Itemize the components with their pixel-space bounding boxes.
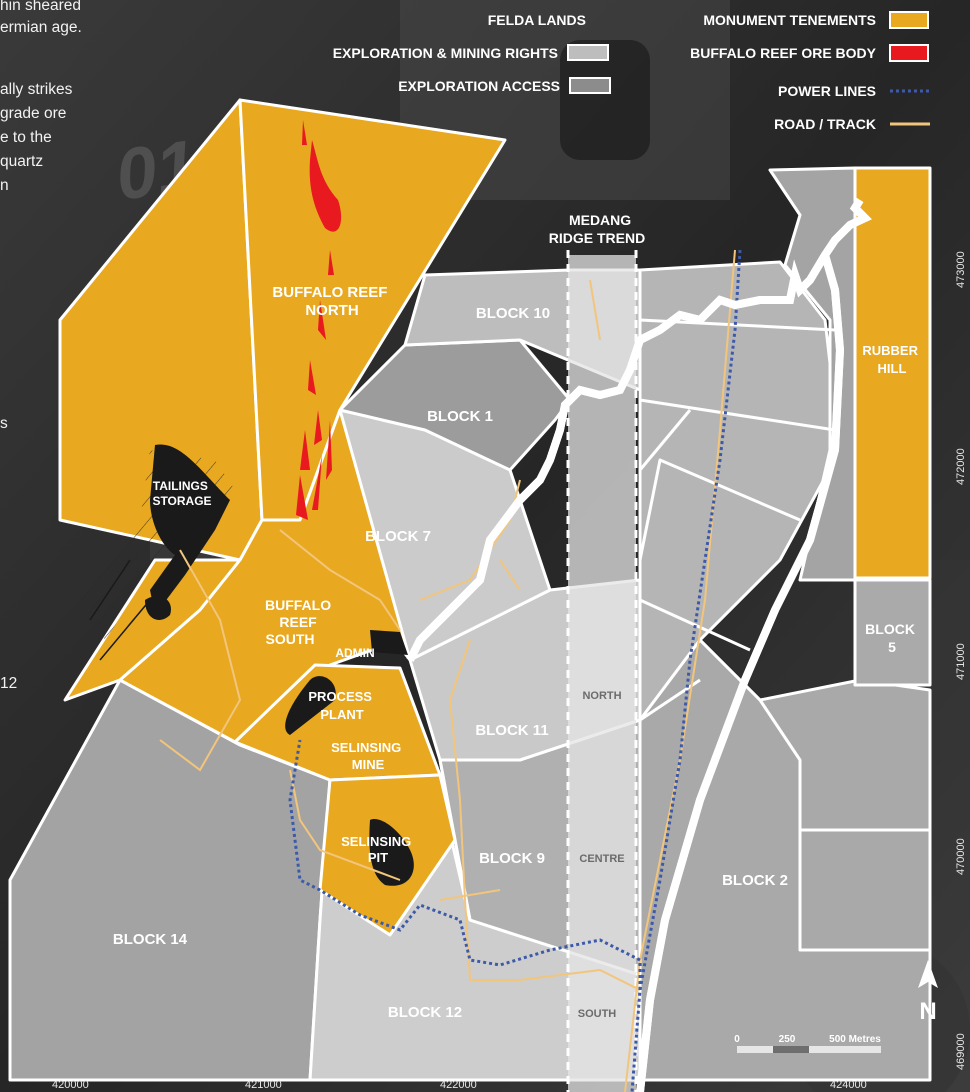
label-rubber-hill: RUBBER HILL: [862, 343, 921, 376]
intro-line-8: n: [0, 177, 9, 194]
scale-tick-0: 0: [734, 1034, 740, 1045]
label-process-plant: PROCESS PLANT: [308, 689, 375, 722]
label-block-1: BLOCK 1: [427, 408, 493, 425]
river: [410, 200, 872, 1092]
label-medang-ridge-trend: MEDANG RIDGE TREND: [549, 212, 645, 246]
selinsing-pit-footprint: [369, 819, 414, 886]
tailings-features: [80, 444, 235, 661]
scale-tick-500: 500 Metres: [829, 1034, 881, 1045]
easting-labels: 420000 421000 422000 424000: [52, 1079, 867, 1091]
label-block-9: BLOCK 9: [479, 850, 545, 867]
block-labels: BLOCK 10 BLOCK 1 BLOCK 7 BLOCK 11 BLOCK …: [113, 305, 919, 1021]
legend-monument-label: MONUMENT TENEMENTS: [703, 12, 876, 28]
scale-bar: 0 250 500 Metres: [734, 1034, 881, 1053]
legend-felda-label: FELDA LANDS: [488, 12, 586, 28]
intro-fragment-s: s: [0, 415, 8, 432]
north-arrow-icon: [918, 960, 938, 988]
trend-labels: MEDANG RIDGE TREND NORTH CENTRE SOUTH: [549, 212, 645, 1020]
legend-exploration-rights-swatch: [567, 44, 609, 61]
label-trend-north: NORTH: [582, 690, 621, 702]
easting-420000: 420000: [52, 1079, 89, 1091]
intro-line-1: hin sheared: [0, 0, 82, 14]
legend-exploration-access-swatch: [569, 77, 611, 94]
rubber-hill-tenement: [853, 166, 932, 580]
monument-tenements: [58, 98, 932, 937]
label-tailings-storage: TAILINGS STORAGE: [152, 479, 211, 508]
north-arrow: N: [918, 960, 938, 1025]
label-selinsing-mine: SELINSING MINE: [331, 740, 405, 772]
intro-line-4: ally strikes: [0, 81, 73, 98]
process-plant-footprint: [285, 676, 336, 735]
legend-ore-body-label: BUFFALO REEF ORE BODY: [690, 45, 877, 61]
northing-labels: 473000 472000 471000 470000 469000: [955, 251, 967, 1070]
legend-monument-swatch: [889, 11, 929, 29]
scale-tick-250: 250: [779, 1034, 796, 1045]
easting-422000: 422000: [440, 1079, 477, 1091]
block-5-area: [853, 578, 932, 687]
legend-road-label: ROAD / TRACK: [774, 116, 876, 132]
legend: FELDA LANDS EXPLORATION & MINING RIGHTS …: [333, 11, 930, 132]
legend-ore-body-swatch: [889, 44, 929, 62]
label-block-2: BLOCK 2: [722, 872, 788, 889]
label-block-10: BLOCK 10: [476, 305, 550, 322]
label-block-7: BLOCK 7: [365, 528, 431, 545]
northing-473000: 473000: [955, 251, 967, 288]
area-labels: BUFFALO REEF NORTH TAILINGS STORAGE BUFF…: [152, 284, 921, 865]
intro-line-6: e to the: [0, 129, 52, 146]
label-trend-centre: CENTRE: [579, 853, 624, 865]
easting-424000: 424000: [830, 1079, 867, 1091]
legend-power-label: POWER LINES: [778, 83, 876, 99]
legend-exploration-rights-label: EXPLORATION & MINING RIGHTS: [333, 45, 558, 61]
label-block-12: BLOCK 12: [388, 1004, 462, 1021]
admin-footprint: [370, 630, 408, 655]
buffalo-reef-ore-body: [296, 120, 342, 520]
label-block-11: BLOCK 11: [475, 722, 548, 739]
label-trend-south: SOUTH: [578, 1008, 617, 1020]
label-buffalo-reef-north: BUFFALO REEF NORTH: [272, 284, 391, 319]
road-track: [159, 249, 736, 1092]
intro-fragment-12: 12: [0, 675, 18, 692]
northing-471000: 471000: [955, 643, 967, 680]
intro-line-7: quartz: [0, 153, 44, 170]
intro-line-2: ermian age.: [0, 19, 82, 36]
northing-472000: 472000: [955, 448, 967, 485]
label-block-5: BLOCK 5: [865, 621, 919, 655]
legend-exploration-access-label: EXPLORATION ACCESS: [398, 78, 560, 94]
northing-469000: 469000: [955, 1033, 967, 1070]
label-block-14: BLOCK 14: [113, 931, 188, 948]
label-selinsing-pit: SELINSING PIT: [341, 834, 415, 865]
easting-421000: 421000: [245, 1079, 282, 1091]
northing-470000: 470000: [955, 838, 967, 875]
block-1-area: [338, 338, 572, 472]
intro-line-5: grade ore: [0, 105, 67, 122]
label-buffalo-reef-south: BUFFALO REEF SOUTH: [265, 597, 335, 647]
label-admin: ADMIN: [335, 646, 374, 660]
power-lines: [288, 249, 742, 1092]
north-arrow-label: N: [919, 998, 936, 1025]
